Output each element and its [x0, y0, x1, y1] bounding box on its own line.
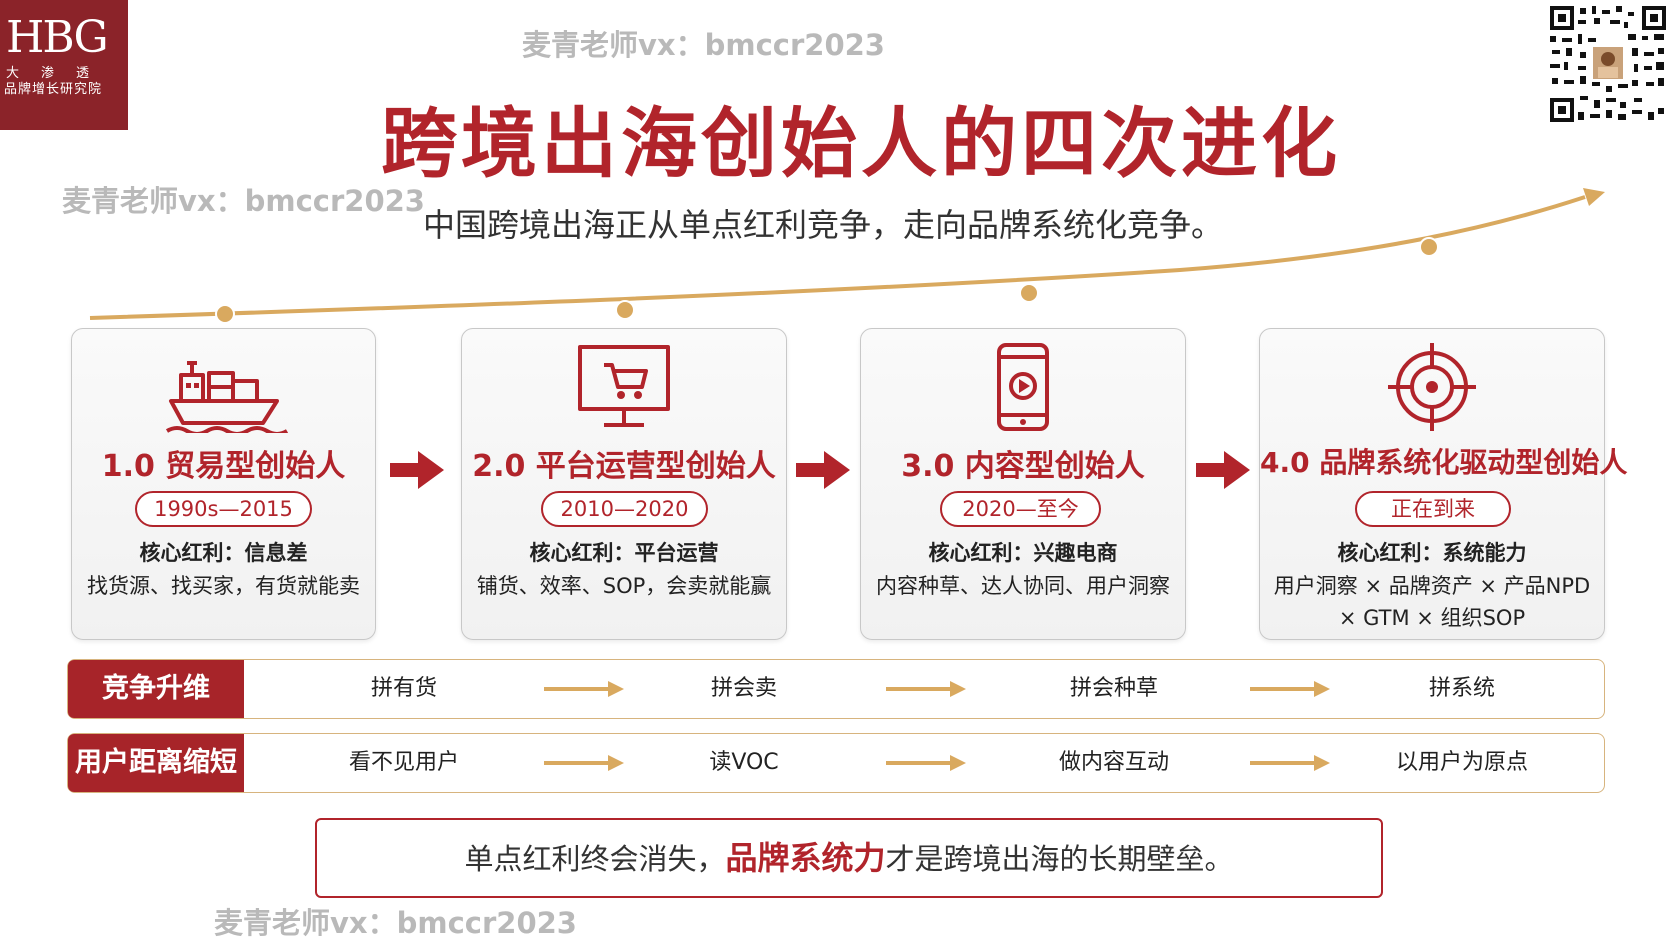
core-dividend: 核心红利：平台运营 — [529, 541, 719, 565]
gold-arrow-icon — [886, 681, 966, 697]
right-arrow-icon — [390, 450, 444, 490]
stage-card-4: 4.0 品牌系统化驱动型创始人 正在到来 核心红利：系统能力 用户洞察 × 品牌… — [1259, 328, 1628, 640]
row-cell: 拼会卖 — [710, 676, 777, 701]
curve-node-1 — [215, 304, 235, 324]
stage-description: 铺货、效率、SOP，会卖就能赢 — [476, 574, 772, 598]
qr-code-icon — [1548, 4, 1668, 124]
logo-mark: HBG — [6, 12, 109, 63]
row-cell: 以用户为原点 — [1395, 750, 1528, 775]
row-cell: 拼有货 — [370, 676, 437, 701]
stage-title: 3.0 内容型创始人 — [901, 449, 1145, 484]
logo-line-2: 品牌增长研究院 — [4, 82, 103, 97]
curve-node-3 — [1019, 283, 1039, 303]
gold-arrow-icon — [544, 681, 624, 697]
watermark-top: 麦青老师vx：bmccr2023 — [522, 28, 885, 62]
row-cell: 做内容互动 — [1058, 750, 1169, 775]
page-title: 跨境出海创始人的四次进化 — [381, 99, 1341, 188]
right-arrow-icon — [1196, 450, 1250, 490]
competition-row: 竞争升维 拼有货 拼会卖 拼会种草 拼系统 — [67, 659, 1605, 719]
stage-description: 内容种草、达人协同、用户洞察 — [876, 574, 1170, 598]
stage-description: 找货源、找买家，有货就能卖 — [87, 574, 360, 598]
summary-pre: 单点红利终会消失， — [464, 842, 726, 876]
stage-title: 2.0 平台运营型创始人 — [472, 449, 776, 484]
watermark-bottom: 麦青老师vx：bmccr2023 — [214, 906, 577, 940]
row-label: 用户距离缩短 — [68, 734, 244, 792]
stage-title: 4.0 品牌系统化驱动型创始人 — [1260, 446, 1628, 479]
summary-highlight: 品牌系统力 — [725, 839, 886, 877]
cargo-ship-icon — [72, 341, 375, 433]
watermark-middle: 麦青老师vx：bmccr2023 — [62, 184, 425, 218]
row-cell: 拼会种草 — [1069, 676, 1158, 701]
period-badge: 2010—2020 — [541, 491, 708, 527]
gold-arrow-icon — [1250, 755, 1330, 771]
stage-description: 用户洞察 × 品牌资产 × 产品NPD — [1273, 574, 1591, 598]
right-arrow-icon — [796, 450, 850, 490]
summary-post: 才是跨境出海的长期壁垒。 — [885, 842, 1234, 876]
core-dividend: 核心红利：兴趣电商 — [928, 541, 1118, 565]
stage-description-line-2: × GTM × 组织SOP — [1338, 606, 1526, 630]
stage-card-1: 1.0 贸易型创始人 1990s—2015 核心红利：信息差 找货源、找买家，有… — [71, 328, 376, 640]
user-distance-row: 用户距离缩短 看不见用户 读VOC 做内容互动 以用户为原点 — [67, 733, 1605, 793]
curve-node-4 — [1419, 237, 1439, 257]
period-badge: 正在到来 — [1355, 491, 1511, 527]
row-cell: 拼系统 — [1428, 676, 1495, 701]
row-cell: 读VOC — [709, 750, 779, 775]
brand-logo: HBG 大渗透 品牌增长研究院 — [0, 0, 128, 130]
summary-box: 单点红利终会消失，品牌系统力才是跨境出海的长期壁垒。 — [315, 818, 1383, 898]
period-badge: 1990s—2015 — [135, 491, 312, 527]
gold-arrow-icon — [886, 755, 966, 771]
row-cell: 看不见用户 — [348, 750, 459, 775]
core-dividend: 核心红利：系统能力 — [1337, 541, 1527, 565]
target-crosshair-icon — [1260, 341, 1604, 433]
stage-card-3: 3.0 内容型创始人 2020—至今 核心红利：兴趣电商 内容种草、达人协同、用… — [860, 328, 1186, 640]
smartphone-play-icon — [861, 341, 1185, 433]
monitor-cart-icon — [462, 341, 786, 433]
period-badge: 2020—至今 — [940, 491, 1101, 527]
logo-line-1: 大渗透 — [6, 66, 112, 81]
page-subtitle: 中国跨境出海正从单点红利竞争，走向品牌系统化竞争。 — [423, 206, 1224, 244]
gold-arrow-icon — [544, 755, 624, 771]
stage-card-2: 2.0 平台运营型创始人 2010—2020 核心红利：平台运营 铺货、效率、S… — [461, 328, 787, 640]
gold-arrow-icon — [1250, 681, 1330, 697]
row-label: 竞争升维 — [68, 660, 244, 718]
core-dividend: 核心红利：信息差 — [139, 541, 308, 565]
curve-node-2 — [615, 300, 635, 320]
growth-curve — [89, 188, 1605, 324]
stage-title: 1.0 贸易型创始人 — [101, 449, 346, 484]
